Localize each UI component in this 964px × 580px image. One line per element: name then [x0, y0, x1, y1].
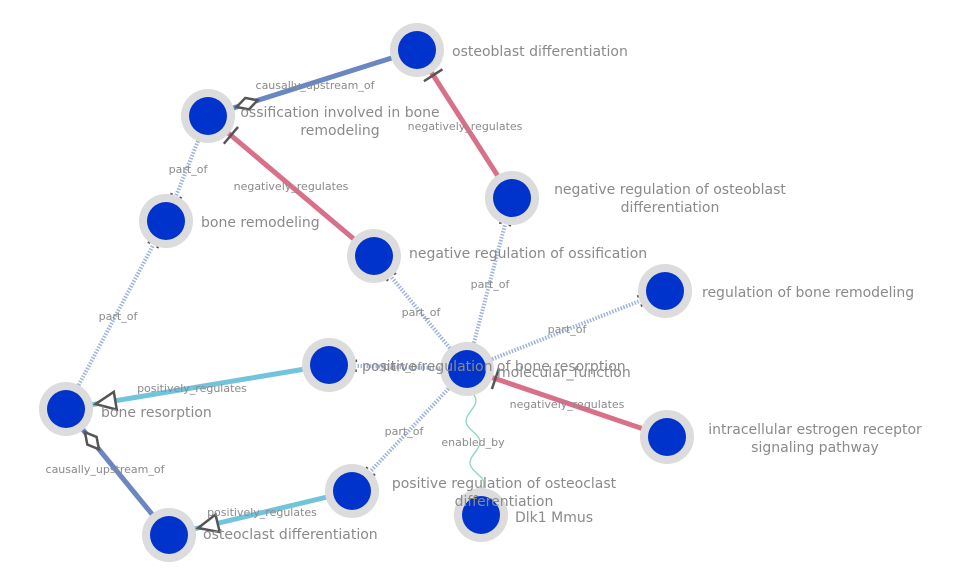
- bone-remodeling-node[interactable]: [139, 194, 193, 248]
- node-core[interactable]: [448, 350, 486, 388]
- node-label-layer: osteoblast differentiation ossification i…: [101, 44, 922, 543]
- node-core[interactable]: [355, 237, 393, 275]
- node-label: regulation of bone remodeling: [702, 285, 914, 301]
- edge-label: part_of: [385, 425, 425, 438]
- node-label: osteoblast differentiation: [452, 44, 628, 60]
- node-core[interactable]: [646, 272, 684, 310]
- edge-causally-upstream-of-osteoclast[interactable]: [64, 407, 171, 537]
- edge-label: causally_upstream_of: [46, 463, 166, 476]
- edge-label: positively_regulates: [137, 382, 247, 395]
- edge-label: enabled_by: [441, 436, 505, 449]
- edge-negatively-regulates-ossification[interactable]: [206, 114, 376, 258]
- node-core[interactable]: [648, 418, 686, 456]
- edge-negatively-regulates-mf[interactable]: [466, 366, 668, 440]
- positive-regulation-osteoclast-node[interactable]: [325, 464, 379, 518]
- node-label: molecular_function: [497, 365, 631, 381]
- node-layer: [39, 23, 694, 562]
- negative-regulation-ossification-node[interactable]: [347, 229, 401, 283]
- node-label: negative regulation of osteoblast: [554, 182, 786, 198]
- open-triangle-marker: [92, 389, 119, 412]
- node-core[interactable]: [462, 496, 500, 534]
- node-label: bone remodeling: [201, 215, 320, 231]
- node-label: differentiation: [621, 200, 720, 216]
- dlk1-mmus-node[interactable]: [454, 488, 508, 542]
- edge-label: positively_regulates: [207, 506, 317, 519]
- regulation-bone-remodeling-node[interactable]: [638, 264, 692, 318]
- node-label: ossification involved in bone: [240, 105, 439, 121]
- edge-part-of-mf-neg-reg-osteoblast[interactable]: [465, 197, 514, 370]
- tee-marker: [490, 367, 501, 390]
- edge-label: negatively_regulates: [234, 180, 349, 193]
- node-core[interactable]: [147, 202, 185, 240]
- node-label: Dlk1 Mmus: [515, 510, 593, 526]
- node-core[interactable]: [333, 472, 371, 510]
- edge-label: part_of: [99, 310, 139, 323]
- diamond-marker: [83, 430, 101, 452]
- edge-label: part_of: [383, 360, 423, 373]
- node-label: differentiation: [455, 494, 554, 510]
- node-core[interactable]: [493, 179, 531, 217]
- negative-regulation-osteoblast-node[interactable]: [485, 171, 539, 225]
- edge-label: part_of: [471, 278, 511, 291]
- edge-part-of-bone-resorption-remodeling[interactable]: [64, 220, 168, 410]
- molecular-function-node[interactable]: [440, 342, 494, 396]
- positive-regulation-bone-resorption-node[interactable]: [302, 338, 356, 392]
- edge-part-of-mf-pos-reg-osteoclast[interactable]: [350, 367, 469, 493]
- node-label: bone resorption: [101, 405, 212, 421]
- edge-label: part_of: [169, 163, 209, 176]
- node-label: positive regulation of osteoclast: [392, 476, 617, 492]
- node-core[interactable]: [398, 31, 436, 69]
- edge-label: part_of: [548, 323, 588, 336]
- diamond-marker: [234, 96, 261, 111]
- node-core[interactable]: [150, 516, 188, 554]
- marker-layer: [83, 68, 646, 534]
- edge-part-of-mf-reg-bone-remodeling[interactable]: [466, 289, 666, 371]
- open-triangle-marker: [195, 512, 222, 534]
- edge-label: part_of: [402, 306, 442, 319]
- osteoblast-differentiation-node[interactable]: [390, 23, 444, 77]
- tee-marker: [222, 126, 239, 145]
- node-label: osteoclast differentiation: [203, 527, 378, 543]
- intracellular-estrogen-receptor-node[interactable]: [640, 410, 694, 464]
- edge-label: negatively_regulates: [510, 398, 625, 411]
- node-core[interactable]: [189, 97, 227, 135]
- osteoclast-differentiation-node[interactable]: [142, 508, 196, 562]
- ossification-bone-remodeling-node[interactable]: [181, 89, 235, 143]
- node-core[interactable]: [310, 346, 348, 384]
- node-label: signaling pathway: [751, 440, 879, 456]
- tee-marker: [423, 68, 444, 83]
- node-label: negative regulation of ossification: [409, 246, 647, 262]
- edge-label-layer: causally_upstream_of negatively_regulates…: [46, 79, 625, 519]
- node-core[interactable]: [47, 390, 85, 428]
- edge-label: negatively_regulates: [408, 120, 523, 133]
- node-label: positive regulation of bone resorption: [362, 359, 626, 375]
- edge-label: causally_upstream_of: [256, 79, 376, 92]
- bone-resorption-node[interactable]: [39, 382, 93, 436]
- node-label: intracellular estrogen receptor: [708, 422, 922, 438]
- node-label: remodeling: [300, 123, 379, 139]
